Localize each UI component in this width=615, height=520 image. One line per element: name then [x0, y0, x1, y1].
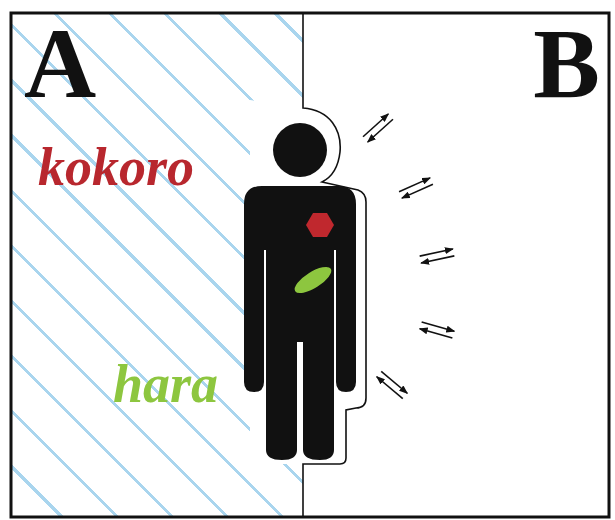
person-silhouette: [244, 123, 356, 460]
panel-letter: A: [24, 14, 96, 114]
panel-letter: B: [533, 14, 600, 114]
body-center-label: kokoro: [38, 140, 194, 194]
hara-oblong: [291, 262, 335, 298]
body-center-label: hara: [113, 357, 218, 411]
exchange-arrows: [363, 114, 454, 399]
kokoro-hexagon: [306, 213, 334, 237]
outer-frame: [11, 13, 609, 517]
